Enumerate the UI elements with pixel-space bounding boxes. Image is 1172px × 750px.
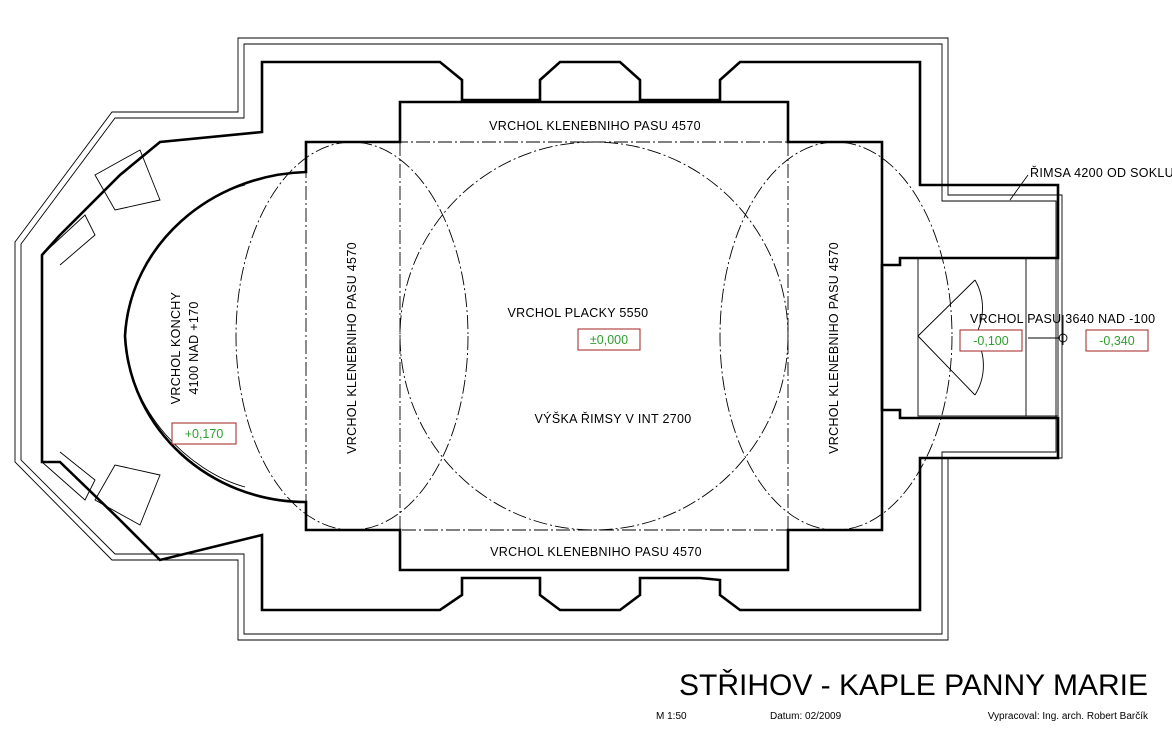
pas-entry-label: VRCHOL PASU 3640 NAD -100 <box>970 312 1155 326</box>
arch-label-right: VRCHOL KLENEBNIHO PASU 4570 <box>827 242 841 454</box>
level-entry: -0,100 <box>959 329 1023 352</box>
drawing-author: Vypracoval: Ing. arch. Robert Barčík <box>988 711 1149 722</box>
drawing-date: Datum: 02/2009 <box>770 711 842 722</box>
level-entry-value: -0,100 <box>973 334 1008 348</box>
arch-label-left: VRCHOL KLENEBNIHO PASU 4570 <box>345 242 359 454</box>
level-exterior: -0,340 <box>1085 329 1149 352</box>
apse-label-line2: 4100 NAD +170 <box>187 301 201 394</box>
level-exterior-value: -0,340 <box>1099 334 1134 348</box>
level-apse: +0,170 <box>171 422 237 445</box>
entrance-door <box>917 174 1068 417</box>
apse-label-line1: VRCHOL KONCHY <box>169 291 183 404</box>
drawing-scale: M 1:50 <box>656 711 687 722</box>
plinth-outline <box>14 37 1063 641</box>
drawing-title: STŘIHOV - KAPLE PANNY MARIE <box>679 669 1148 702</box>
rimsa-int-label: VÝŠKA ŘIMSY V INT 2700 <box>535 411 692 426</box>
vault-construction-lines <box>235 141 953 531</box>
level-center: ±0,000 <box>577 328 641 351</box>
arch-label-top: VRCHOL KLENEBNIHO PASU 4570 <box>489 119 701 133</box>
rimsa-sokl-label: ŘIMSA 4200 OD SOKLU <box>1030 165 1172 180</box>
placky-label: VRCHOL PLACKY 5550 <box>508 306 649 320</box>
arch-label-bottom: VRCHOL KLENEBNIHO PASU 4570 <box>490 545 702 559</box>
level-center-value: ±0,000 <box>590 333 628 347</box>
level-apse-value: +0,170 <box>185 427 224 441</box>
